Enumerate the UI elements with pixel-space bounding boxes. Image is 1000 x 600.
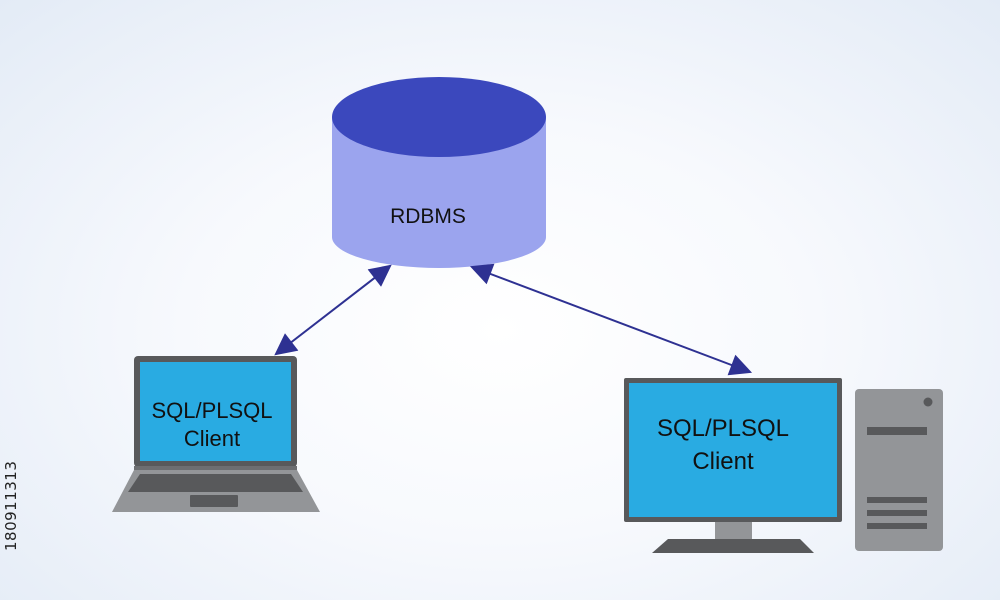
- monitor-stand-neck: [715, 522, 752, 539]
- arrow-database-desktop: [469, 263, 753, 376]
- tower-vent-2: [867, 510, 927, 516]
- laptop-screen: [140, 362, 291, 461]
- laptop-label-line1: SQL/PLSQL: [151, 398, 272, 423]
- database-top: [332, 77, 546, 157]
- monitor-stand-base: [652, 539, 814, 553]
- desktop-label-line1: SQL/PLSQL: [657, 415, 789, 442]
- tower-vent-1: [867, 497, 927, 503]
- monitor-screen: [629, 383, 837, 517]
- laptop-icon: SQL/PLSQL Client: [112, 356, 320, 512]
- database-body: [332, 117, 546, 268]
- computer-tower-icon: [855, 389, 943, 551]
- tower-vent-3: [867, 523, 927, 529]
- arrow-database-laptop: [274, 264, 392, 356]
- tower-power-button: [923, 397, 933, 407]
- tower-drive-bay: [867, 427, 927, 435]
- desktop-monitor-icon: SQL/PLSQL Client: [624, 378, 842, 553]
- laptop-label-line2: Client: [184, 426, 240, 451]
- laptop-hinge: [134, 466, 297, 470]
- database-label: RDBMS: [390, 205, 466, 228]
- laptop-touchpad: [190, 495, 238, 507]
- laptop-keyboard: [128, 474, 303, 492]
- database-cylinder: RDBMS: [332, 77, 546, 268]
- stock-id-watermark: 180911313: [2, 460, 20, 551]
- desktop-label-line2: Client: [692, 448, 754, 475]
